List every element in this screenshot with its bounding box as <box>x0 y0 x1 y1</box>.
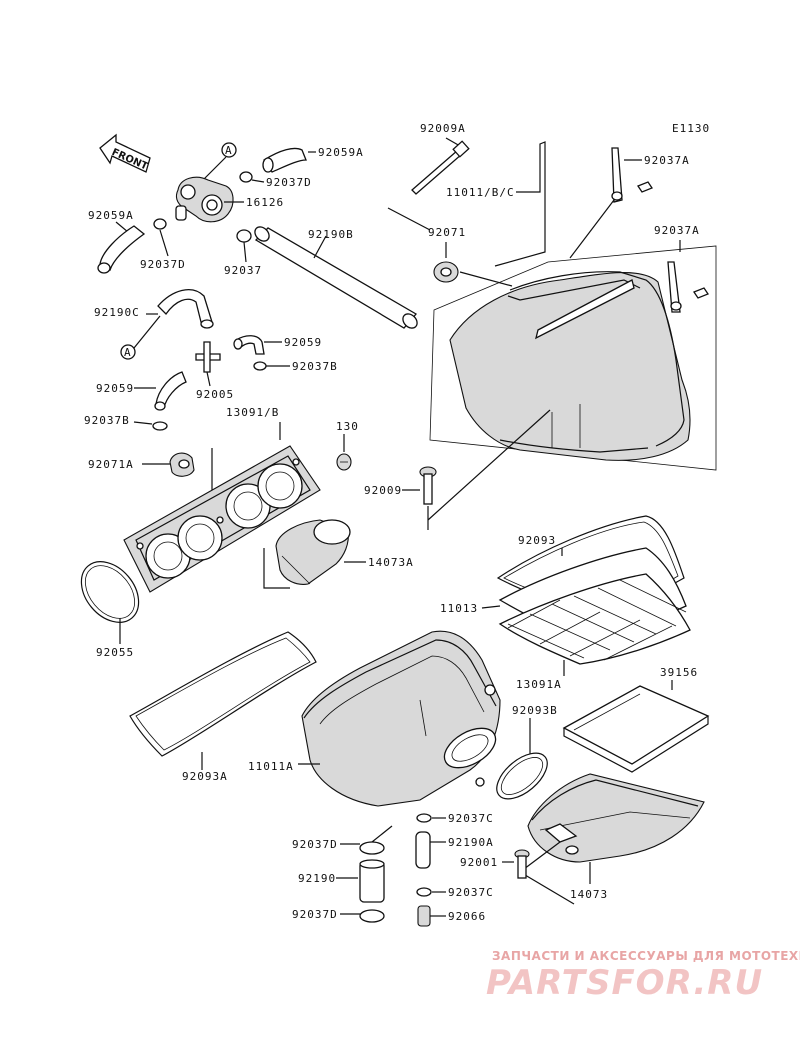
label-92037b-left: 92037B <box>84 414 130 427</box>
label-92190c: 92190C <box>94 306 140 319</box>
duct-14073 <box>519 773 705 905</box>
clamp-92037d-bot2 <box>340 909 385 923</box>
grommet-92071a <box>142 452 195 477</box>
label-92037b-mid: 92037B <box>292 360 338 373</box>
hose-92190b <box>254 226 418 329</box>
label-92001: 92001 <box>460 856 498 869</box>
clamp-92037d-left <box>153 218 169 257</box>
label-92009: 92009 <box>364 484 402 497</box>
label-92005: 92005 <box>196 388 234 401</box>
label-11011bc: 11011/B/C <box>446 186 515 199</box>
clamp-92037d-top <box>239 171 265 183</box>
clamp-92037c-top <box>416 813 446 823</box>
front-arrow-icon: FRONT <box>99 133 151 173</box>
label-92059-left: 92059 <box>96 382 134 395</box>
label-16126: 16126 <box>246 196 284 209</box>
label-92037c-bot: 92037C <box>448 886 494 899</box>
label-14073: 14073 <box>570 888 608 901</box>
clamp-92037 <box>236 229 252 263</box>
bolt-92009 <box>402 466 437 530</box>
label-92071a: 92071A <box>88 458 134 471</box>
label-11013: 11013 <box>440 602 478 615</box>
clamp-92037d-bot1 <box>340 825 393 855</box>
funnel-14073a <box>263 519 366 589</box>
screw-130 <box>336 434 352 471</box>
label-13091a: 13091A <box>516 678 562 691</box>
label-92059a-top: 92059A <box>318 146 364 159</box>
label-92037d-bot2: 92037D <box>292 908 338 921</box>
label-130: 130 <box>336 420 359 433</box>
strap-92037a-mid <box>667 240 709 313</box>
plug-92066 <box>417 905 446 927</box>
clamp-92037b-left <box>133 421 168 431</box>
air-cleaner-upper-housing <box>427 245 717 521</box>
label-92055: 92055 <box>96 646 134 659</box>
label-13091b: 13091/B <box>226 406 279 419</box>
label-14073a: 14073A <box>368 556 414 569</box>
label-92093a: 92093A <box>182 770 228 783</box>
label-92037a-top: 92037A <box>644 154 690 167</box>
label-92071: 92071 <box>428 226 466 239</box>
strap-92037a-top <box>569 147 653 259</box>
label-92037d-bot1: 92037D <box>292 838 338 851</box>
label-39156: 39156 <box>660 666 698 679</box>
vacuum-valve-16126: A <box>175 142 244 223</box>
ref-a-marker-top: A <box>225 144 233 157</box>
mesh-13091a <box>498 573 691 676</box>
fitting-92005 <box>195 341 221 387</box>
label-92037c-top: 92037C <box>448 812 494 825</box>
label-11011a: 11011A <box>248 760 294 773</box>
label-92059a-left: 92059A <box>88 209 134 222</box>
hose-92190a <box>415 831 446 869</box>
watermark-tagline: ЗАПЧАСТИ И АКСЕССУАРЫ ДЛЯ МОТОТЕХНИКИ <box>492 949 800 963</box>
hose-92190 <box>336 859 385 903</box>
hose-92190c: A <box>120 289 214 360</box>
label-92190: 92190 <box>298 872 336 885</box>
label-92059-mid: 92059 <box>284 336 322 349</box>
diagram-code: E1130 <box>672 122 710 135</box>
hose-92059a-top <box>262 147 316 173</box>
label-92190b: 92190B <box>308 228 354 241</box>
label-92190a: 92190A <box>448 836 494 849</box>
bolt-92001 <box>502 849 530 879</box>
hose-92059-left <box>134 371 187 411</box>
label-92093: 92093 <box>518 534 556 547</box>
oring-92055 <box>80 561 140 644</box>
bolt-92009a <box>387 137 470 231</box>
label-92037: 92037 <box>224 264 262 277</box>
ring-92093b <box>496 718 548 800</box>
watermark-logo: PARTSFOR.RU <box>486 963 763 1003</box>
panel-39156 <box>562 680 710 773</box>
holder-plate-13091b <box>123 445 321 593</box>
label-92093b: 92093B <box>512 704 558 717</box>
hose-92059-mid <box>233 335 282 355</box>
label-92066: 92066 <box>448 910 486 923</box>
clamp-92037c-bot <box>416 887 446 897</box>
air-cleaner-lower-housing <box>298 630 501 807</box>
grommet-92071 <box>433 242 513 287</box>
label-92037d-top: 92037D <box>266 176 312 189</box>
label-92037d-left: 92037D <box>140 258 186 271</box>
ref-a-marker-mid: A <box>124 346 132 359</box>
label-92009a: 92009A <box>420 122 466 135</box>
hose-92059a-left <box>97 221 146 274</box>
label-92037a-mid: 92037A <box>654 224 700 237</box>
gasket-92093a <box>129 631 317 770</box>
clamp-92037b-mid <box>253 361 290 371</box>
